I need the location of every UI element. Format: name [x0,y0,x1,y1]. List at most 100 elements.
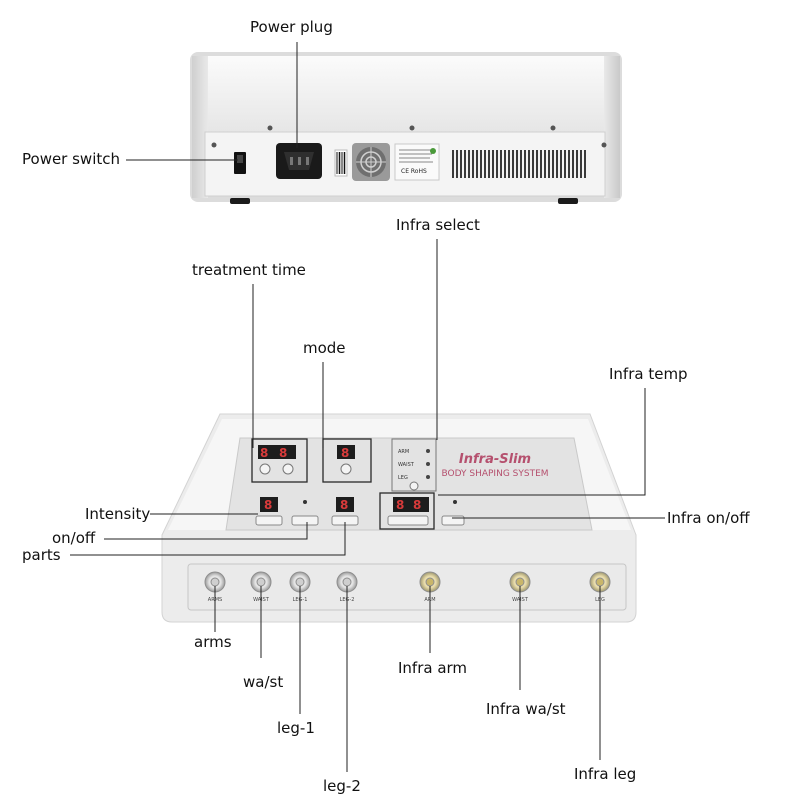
infra-led [453,500,457,504]
vent-slot [540,150,542,178]
mode-digit: 8 [341,446,349,460]
infra-on-off-button[interactable] [441,515,465,526]
vent-slot [564,150,566,178]
barcode-icon [334,149,348,177]
foot [230,198,250,204]
vent-slot [504,150,506,178]
label-infra-arm: Infra arm [398,659,468,677]
mode-module: 8 [322,438,372,483]
vent-slot [548,150,550,178]
intensity-module: 8 [255,497,283,526]
vent-slot [576,150,578,178]
port-socket [425,577,435,587]
temp-digit-2: 8 [413,498,421,512]
rating-label: CE RoHS [394,143,440,181]
vent-slot [492,150,494,178]
infra-temp-module: 8 8 [379,492,435,530]
label-infra-select: Infra select [396,216,480,234]
label-infra-temp: Infra temp [609,365,688,383]
intensity-digit: 8 [264,498,272,512]
port-socket [515,577,525,587]
label-mode: mode [303,339,346,357]
screw [550,125,556,131]
socket-pin [306,157,309,165]
back-top-cover [205,56,607,132]
vent-slot [524,150,526,178]
socket-pin [298,157,301,165]
infra-select-button[interactable] [409,481,419,491]
port-socket [342,577,352,587]
label-waist: wa/st [243,673,284,691]
infra-select-module: ARM WAIST LEG [391,438,437,492]
time-digit-1: 8 [260,446,268,460]
callout-lines [70,42,665,772]
screw [267,125,273,131]
time-up-button[interactable] [282,463,294,475]
label-treatment-time: treatment time [192,261,306,279]
front-device: 8 8 8 ARM WAIST LEG Infra-Slim BODY SHAP… [161,413,637,623]
label-on-off: on/off [52,529,96,547]
parts-module: 8 [331,497,359,526]
vent-slot [500,150,502,178]
label-parts: parts [22,546,61,564]
leader-parts [70,522,346,556]
vent-slot [532,150,534,178]
vent-slot [544,150,546,178]
power-led [303,500,307,504]
leader-on-off [104,522,308,540]
indicator-led [426,449,430,453]
vent-slot [480,150,482,178]
time-down-button[interactable] [259,463,271,475]
parts-digit: 8 [340,498,348,512]
indicator-led [426,475,430,479]
label-arms: arms [194,633,232,651]
label-power-switch: Power switch [22,150,121,168]
control-panel [225,437,593,531]
vent-slot [520,150,522,178]
vent-slot [560,150,562,178]
vent-slot [536,150,538,178]
leader-infra-temp [438,388,646,496]
on-off-button[interactable] [291,515,319,526]
vent-slot [496,150,498,178]
indicator-led [426,462,430,466]
cooling-fan-icon [352,143,390,181]
port-socket [295,577,305,587]
label-leg-2: leg-2 [323,777,361,795]
vent-slot [472,150,474,178]
port-socket [256,577,266,587]
brand-title: Infra-Slim [459,452,531,467]
brand-subtitle: BODY SHAPING SYSTEM [441,469,548,479]
vent-slot [572,150,574,178]
vent-slot [580,150,582,178]
vent-grille [452,150,586,178]
vent-slot [484,150,486,178]
infra-option-leg: LEG [398,475,408,481]
vent-slot [464,150,466,178]
vent-slot [460,150,462,178]
ce-rohs-mark: CE RoHS [401,168,427,175]
vent-slot [512,150,514,178]
power-switch-rocker [237,155,243,163]
vent-slot [468,150,470,178]
vent-slot [456,150,458,178]
mode-button[interactable] [340,463,352,475]
back-left-side [192,56,208,198]
back-device: CE RoHS [190,52,622,204]
treatment-time-module: 8 8 [251,438,308,483]
vent-slot [452,150,454,178]
vent-slot [476,150,478,178]
vent-slot [528,150,530,178]
time-digit-2: 8 [279,446,287,460]
intensity-button[interactable] [255,515,283,526]
temp-adjust-button[interactable] [387,515,429,526]
foot [558,198,578,204]
screw [601,142,607,148]
back-right-side [604,56,620,198]
vent-slot [508,150,510,178]
label-infra-leg: Infra leg [574,765,637,783]
vent-slot [552,150,554,178]
